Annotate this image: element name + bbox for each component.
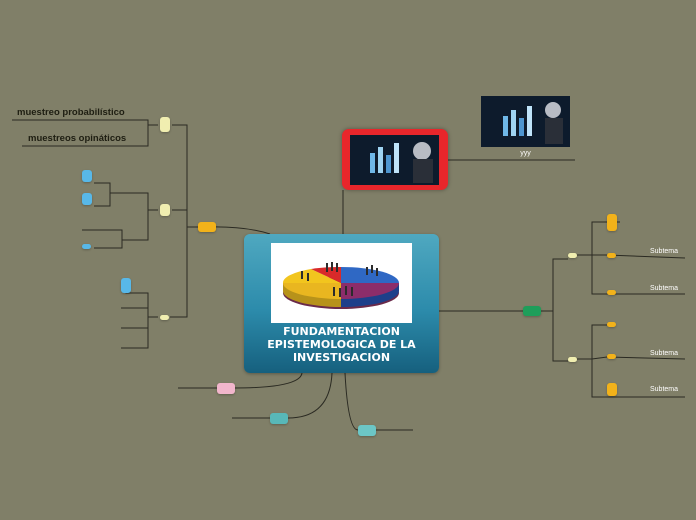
label-muestreo-probabilistico[interactable]: muestreo probabilístico [17,107,125,118]
central-topic-title: FUNDAMENTACION EPISTEMOLOGICA DE LA INVE… [267,325,416,364]
right-main-topic[interactable] [523,306,541,316]
right-leaf-orange-1[interactable] [607,214,617,231]
bottom-topic-teal-2[interactable] [358,425,376,436]
right-leaf-orange-3[interactable] [607,290,616,295]
image-topic[interactable] [342,129,448,190]
subtopic-label-4[interactable]: Subtema [650,386,679,393]
right-leaf-orange-5[interactable] [607,354,616,359]
left-leaf-blue-3[interactable] [82,244,91,249]
bottom-topic-pink[interactable] [217,383,235,394]
left-subtopic-1[interactable] [160,117,170,132]
central-topic[interactable]: FUNDAMENTACION EPISTEMOLOGICA DE LA INVE… [244,234,439,373]
left-subtopic-3[interactable] [160,315,169,320]
right-leaf-orange-6[interactable] [607,383,617,396]
label-muestreos-opinaticos[interactable]: muestreos opináticos [28,133,127,144]
left-leaf-blue-4[interactable] [121,278,131,293]
bottom-topic-teal-1[interactable] [270,413,288,424]
floating-business-photo[interactable] [481,96,570,147]
left-leaf-blue-2[interactable] [82,193,92,205]
pie-chart-people-image [271,243,412,323]
right-leaf-orange-4[interactable] [607,322,616,327]
left-main-topic[interactable] [198,222,216,232]
left-leaf-blue-1[interactable] [82,170,92,182]
subtopic-label-2[interactable]: Subtema [650,285,679,292]
left-subtopic-2[interactable] [160,204,170,216]
right-subtopic-2[interactable] [568,357,577,362]
business-chart-photo [350,135,439,185]
subtopic-label-1[interactable]: Subtema [650,248,679,255]
right-subtopic-1[interactable] [568,253,577,258]
image-caption: yyy [520,150,531,157]
subtopic-label-3[interactable]: Subtema [650,350,679,357]
right-leaf-orange-2[interactable] [607,253,616,258]
